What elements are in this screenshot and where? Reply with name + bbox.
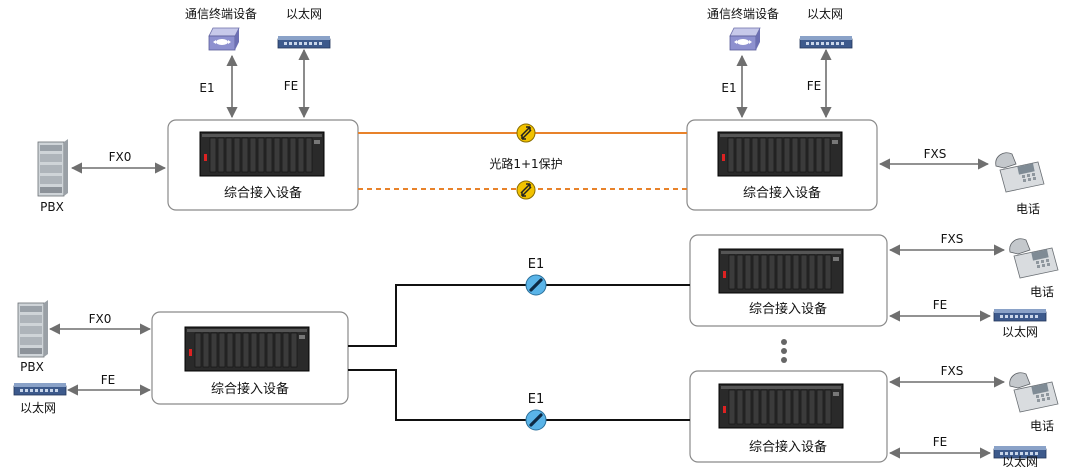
server-rack-icon [37,138,69,197]
phone-label: 电话 [1030,419,1054,433]
telephone-icon [995,152,1045,193]
top-right-chassis-icon [717,131,843,177]
ethernet-label: 以太网 [1002,324,1038,339]
fxs-label: FXS [941,364,964,378]
telephone-icon [1009,372,1059,413]
pbx-label: PBX [40,200,64,214]
bottom-lower-device-label: 综合接入设备 [749,439,827,455]
ethernet-label: 以太网 [20,400,56,415]
bottom-lower-chassis-icon [718,383,844,429]
e1-label: E1 [199,81,214,95]
telephone-icon [1009,238,1059,279]
bottom-left-chassis-icon [184,326,310,372]
ethernet-label: 以太网 [807,6,843,21]
top-left-chassis-icon [199,131,325,177]
fxs-label: FXS [924,147,947,161]
bottom-upper-chassis-icon [718,248,844,294]
e1-link-icon [524,273,548,297]
fe-label: FE [933,298,947,312]
bottom-upper-device-label: 综合接入设备 [749,301,827,317]
protection-switch-icon [516,123,536,143]
router-icon [208,27,240,51]
comm-terminal-label: 通信终端设备 [707,6,779,21]
ethernet-label: 以太网 [286,6,322,21]
top-left-device-label: 综合接入设备 [224,185,302,201]
phone-label: 电话 [1030,285,1054,299]
e1-link-icon [524,408,548,432]
fe-label: FE [807,79,821,93]
e1-link-upper [348,284,690,347]
e1-label: E1 [528,257,545,272]
e1-link-lower [348,369,690,421]
comm-terminal-label: 通信终端设备 [185,6,257,21]
switch-icon [277,35,331,49]
fe-label: FE [101,373,115,387]
protection-switch-icon [516,180,536,200]
bottom-left-device-label: 综合接入设备 [211,381,289,397]
router-icon [729,27,761,51]
optical-protection-label: 光路1+1保护 [489,156,562,171]
fe-label: FE [284,79,298,93]
fe-label: FE [933,435,947,449]
fxs-label: FXS [941,232,964,246]
ethernet-label: 以太网 [1002,454,1038,467]
e1-label: E1 [528,392,545,407]
fx0-label: FX0 [109,150,132,164]
phone-label: 电话 [1016,202,1040,216]
e1-label: E1 [721,81,736,95]
server-rack-icon [17,299,49,358]
switch-icon [799,35,853,49]
switch-icon [13,382,67,396]
ellipsis-dots [781,339,787,363]
pbx-label: PBX [20,360,44,374]
top-right-device-label: 综合接入设备 [743,185,821,201]
fx0-label: FX0 [89,312,112,326]
switch-icon [993,308,1047,322]
